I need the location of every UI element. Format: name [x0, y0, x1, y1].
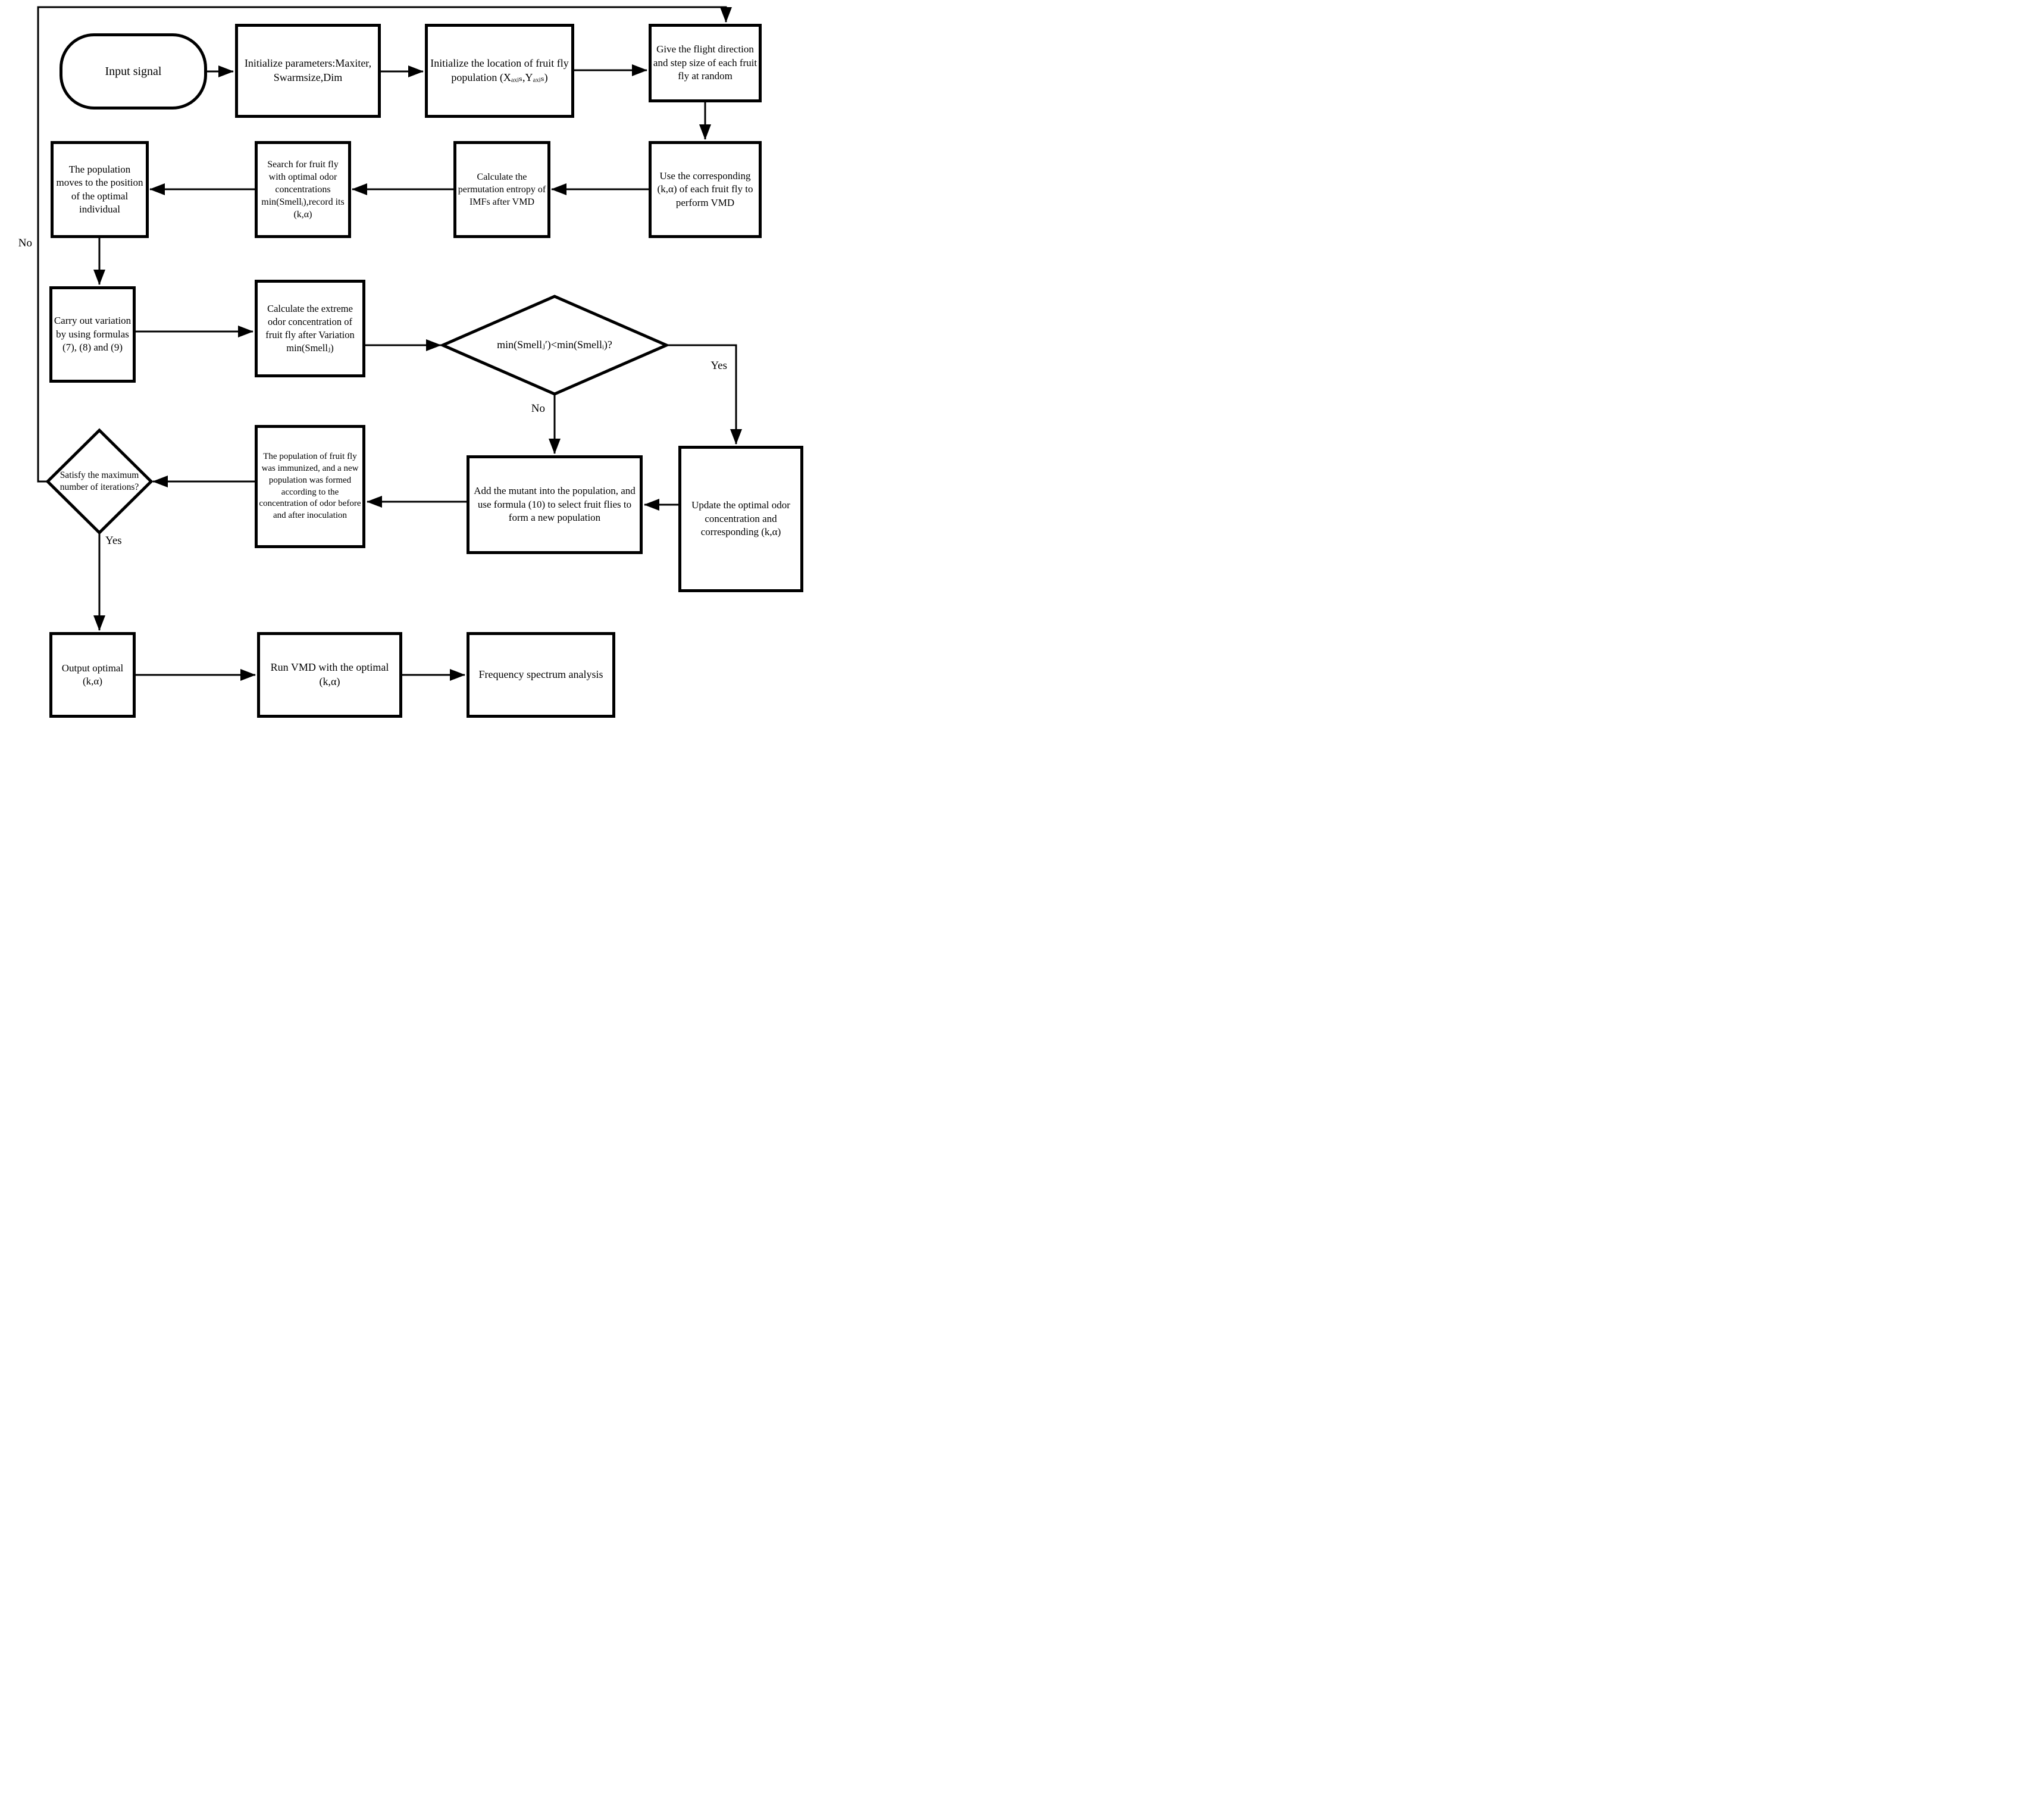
node-run-vmd-optimal: Run VMD with the optimal (k,α) [257, 632, 402, 718]
node-carry-out-variation: Carry out variation by using formulas (7… [49, 286, 136, 383]
node-initialize-parameters: Initialize parameters:Maxiter, Swarmsize… [235, 24, 381, 118]
node-extreme-odor-concentration: Calculate the extreme odor concentration… [255, 280, 365, 377]
node-update-optimal: Update the optimal odor concentration an… [678, 446, 803, 592]
branch-label-iterations-no: No [18, 237, 32, 249]
branch-label-iterations-yes: Yes [105, 534, 122, 547]
node-population-immunized: The population of fruit fly was immunize… [255, 425, 365, 548]
branch-label-compare-yes: Yes [710, 359, 727, 372]
node-population-moves: The population moves to the position of … [51, 141, 149, 238]
edge-compare-yes-to-update [666, 344, 742, 445]
flowchart-foa-vmd: Input signal Initialize parameters:Maxit… [0, 0, 809, 728]
node-permutation-entropy: Calculate the permutation entropy of IMF… [453, 141, 550, 238]
node-perform-vmd: Use the corresponding (k,α) of each frui… [649, 141, 762, 238]
node-initialize-location: Initialize the location of fruit fly pop… [425, 24, 574, 118]
node-search-optimal-odor: Search for fruit fly with optimal odor c… [255, 141, 351, 238]
node-input-signal: Input signal [60, 33, 207, 110]
node-add-mutant: Add the mutant into the population, and … [467, 455, 643, 554]
connector-layer [37, 6, 742, 681]
decision-max-iterations-label: Satisfy the maximum number of iterations… [60, 470, 139, 492]
decision-smell-compare-label: min(Smellⱼ′)<min(Smellᵢ)? [497, 339, 612, 351]
branch-label-compare-no: No [531, 402, 545, 415]
decision-smell-compare-shape [439, 295, 671, 396]
node-frequency-spectrum: Frequency spectrum analysis [467, 632, 615, 718]
node-flight-direction: Give the flight direction and step size … [649, 24, 762, 102]
node-output-optimal: Output optimal (k,α) [49, 632, 136, 718]
decision-max-iterations-shape [45, 428, 154, 535]
edge-iterations-no-feedback [37, 6, 732, 483]
